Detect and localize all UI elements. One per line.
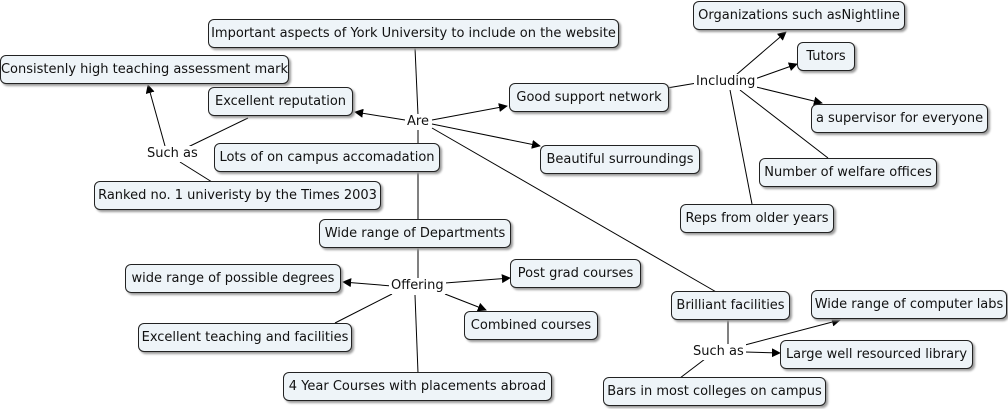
concept-consistent-mark[interactable]: Consistenly high teaching assessment mar… <box>0 55 289 84</box>
concept-departments[interactable]: Wide range of Departments <box>319 219 511 248</box>
link-are-surroundings <box>431 123 541 149</box>
link-support-including <box>666 82 698 89</box>
concept-degrees[interactable]: wide range of possible degrees <box>125 264 341 293</box>
link-including-welfare <box>739 89 829 159</box>
link-root-are <box>414 47 419 116</box>
link-offering-teaching <box>334 293 393 324</box>
concept-surroundings[interactable]: Beautiful surroundings <box>540 145 700 174</box>
concept-ranked[interactable]: Ranked no. 1 univeristy by the Times 200… <box>94 181 381 210</box>
link-are-reputation <box>354 108 406 121</box>
concept-placements[interactable]: 4 Year Courses with placements abroad <box>283 372 552 401</box>
link-offering-degrees <box>342 278 393 288</box>
concept-support-network[interactable]: Good support network <box>509 83 669 112</box>
concept-root[interactable]: Important aspects of York University to … <box>208 19 619 48</box>
link-are-facilities <box>431 127 719 294</box>
linking-phrase-are[interactable]: Are <box>405 114 431 130</box>
concept-accommodation[interactable]: Lots of on campus accomadation <box>214 143 440 172</box>
concept-library[interactable]: Large well resourced library <box>780 340 973 369</box>
link-suchas-labs <box>744 317 841 346</box>
concept-supervisor[interactable]: a supervisor for everyone <box>811 104 988 133</box>
concept-excellent-reputation[interactable]: Excellent reputation <box>208 87 353 116</box>
concept-reps[interactable]: Reps from older years <box>680 204 834 233</box>
link-offering-postgrad <box>444 274 511 284</box>
link-ranked-suchas <box>179 161 213 183</box>
link-offering-combined <box>444 293 487 312</box>
link-suchas-library <box>744 348 781 358</box>
concept-bars[interactable]: Bars in most colleges on campus <box>603 377 826 406</box>
linking-phrase-offering[interactable]: Offering <box>389 278 446 294</box>
link-including-supervisor <box>751 85 823 106</box>
link-are-support <box>431 103 508 121</box>
concept-combined[interactable]: Combined courses <box>464 311 598 340</box>
concept-postgrad[interactable]: Post grad courses <box>510 259 641 288</box>
link-reputation-suchas <box>187 117 249 148</box>
link-suchas-bars <box>679 358 706 379</box>
link-offering-placements <box>414 294 419 374</box>
link-suchas-consistent <box>145 84 166 147</box>
linking-phrase-such-as-reputation[interactable]: Such as <box>145 146 200 162</box>
link-including-nightline <box>735 31 787 76</box>
concept-facilities[interactable]: Brilliant facilities <box>671 291 790 320</box>
concept-teaching[interactable]: Excellent teaching and facilities <box>138 323 352 352</box>
link-including-reps <box>729 89 753 205</box>
concept-computer-labs[interactable]: Wide range of computer labs <box>811 290 1007 319</box>
linking-phrase-such-as-facilities[interactable]: Such as <box>691 344 746 360</box>
concept-tutors[interactable]: Tutors <box>797 42 855 71</box>
link-including-tutors <box>751 62 798 81</box>
linking-phrase-including[interactable]: Including <box>694 74 758 90</box>
concept-welfare[interactable]: Number of welfare offices <box>759 158 937 187</box>
concept-nightline[interactable]: Organizations such asNightline <box>693 1 905 30</box>
